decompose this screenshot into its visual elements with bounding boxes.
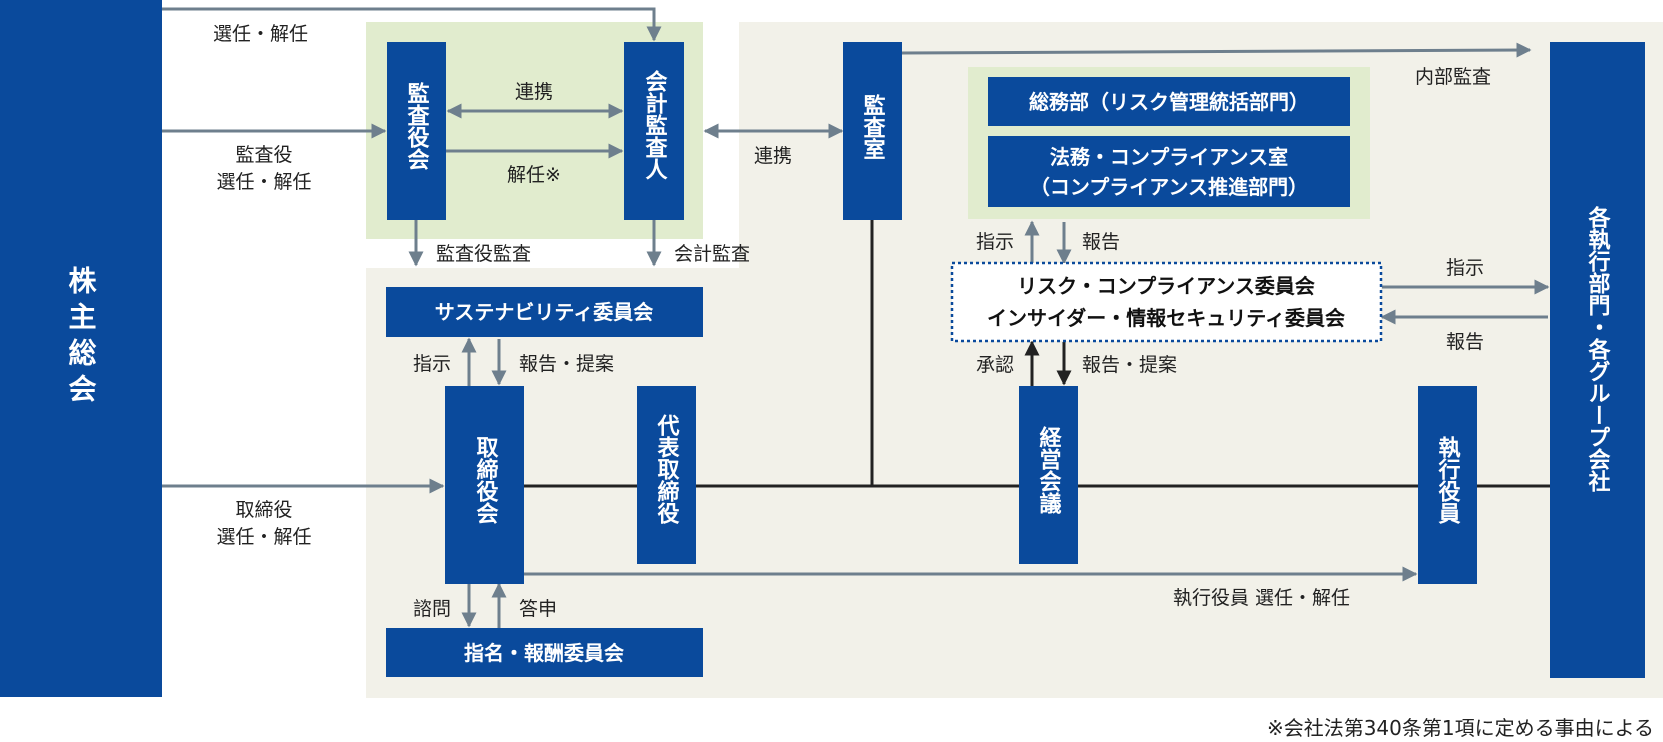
answer-label: 答申 — [519, 598, 557, 620]
legal-compliance-box — [988, 136, 1350, 207]
internal-audit-arrow — [901, 42, 1532, 58]
executive-officers-box — [1418, 386, 1477, 584]
nomination-box — [386, 628, 703, 677]
audit-office-label: 監査室 — [860, 94, 886, 160]
risk-committee-box — [950, 261, 1383, 343]
board-label: 取締役会 — [473, 436, 499, 525]
general-affairs-box — [988, 77, 1350, 126]
director-appoint-line2-label: 選任・解任 — [216, 526, 311, 548]
cooperation-top-label: 連携 — [515, 81, 553, 103]
auditor-appoint-line1-label: 監査役 — [235, 144, 292, 166]
representative-label: 代表取締役 — [654, 414, 681, 525]
audit-board-label: 監査役会 — [404, 82, 430, 171]
report-propose-1-label: 報告・提案 — [519, 353, 614, 375]
appoint-dismiss-top-label: 選任・解任 — [213, 23, 308, 45]
director-appoint-line1-label: 取締役 — [235, 499, 292, 521]
instruct-1-label: 指示 — [976, 231, 1014, 253]
cooperation-mid-label: 連携 — [754, 145, 792, 167]
auditor-appoint-line2-label: 選任・解任 — [216, 171, 311, 193]
shareholders-box — [0, 0, 162, 697]
general-affairs-label: 総務部（リスク管理統括部門） — [1029, 90, 1309, 114]
management-meeting-box — [1019, 386, 1078, 564]
instruct-3-label: 指示 — [413, 353, 451, 375]
internal-audit-label: 内部監査 — [1415, 66, 1491, 88]
divisions-label: 各執行部門・各グループ会社 — [1585, 205, 1612, 492]
report-propose-2-label: 報告・提案 — [1082, 354, 1177, 376]
accounting-audit-label: 会計監査 — [674, 243, 750, 265]
audit-board-box — [387, 42, 446, 220]
dismissal-note-label: 解任※ — [507, 164, 561, 186]
approve-label: 承認 — [976, 354, 1014, 376]
management-meeting-label: 経営会議 — [1036, 425, 1062, 515]
shareholders-label: 株主総会 — [65, 266, 98, 410]
footnote: ※会社法第340条第1項に定める事由による — [1267, 716, 1654, 740]
consult-label: 諮問 — [413, 598, 451, 620]
report-1-label: 報告 — [1082, 231, 1120, 253]
executive-officers-label: 執行役員 — [1435, 435, 1462, 525]
audit-by-auditors-label: 監査役監査 — [436, 243, 531, 265]
sustainability-label: サステナビリティ委員会 — [435, 300, 653, 324]
audit-office-box — [843, 42, 902, 220]
board-box — [445, 386, 524, 584]
accounting-auditor-label: 会計監査人 — [642, 69, 668, 180]
appoint-accounting-auditor-arrow — [162, 7, 662, 42]
legal-line2-label: （コンプライアンス推進部門） — [1030, 175, 1308, 199]
legal-line1-label: 法務・コンプライアンス室 — [1050, 145, 1288, 169]
exec-appoint-label: 執行役員 選任・解任 — [1173, 587, 1350, 609]
divisions-box — [1550, 42, 1645, 678]
sustainability-box — [386, 287, 703, 337]
instruct-2-label: 指示 — [1446, 257, 1484, 279]
report-2-label: 報告 — [1446, 331, 1484, 353]
representative-box — [637, 386, 696, 564]
risk-committee-line2-label: インサイダー・情報セキュリティ委員会 — [987, 306, 1345, 330]
risk-committee-line1-label: リスク・コンプライアンス委員会 — [1017, 274, 1315, 298]
nomination-label: 指名・報酬委員会 — [464, 641, 624, 665]
accounting-auditor-box — [624, 42, 684, 220]
